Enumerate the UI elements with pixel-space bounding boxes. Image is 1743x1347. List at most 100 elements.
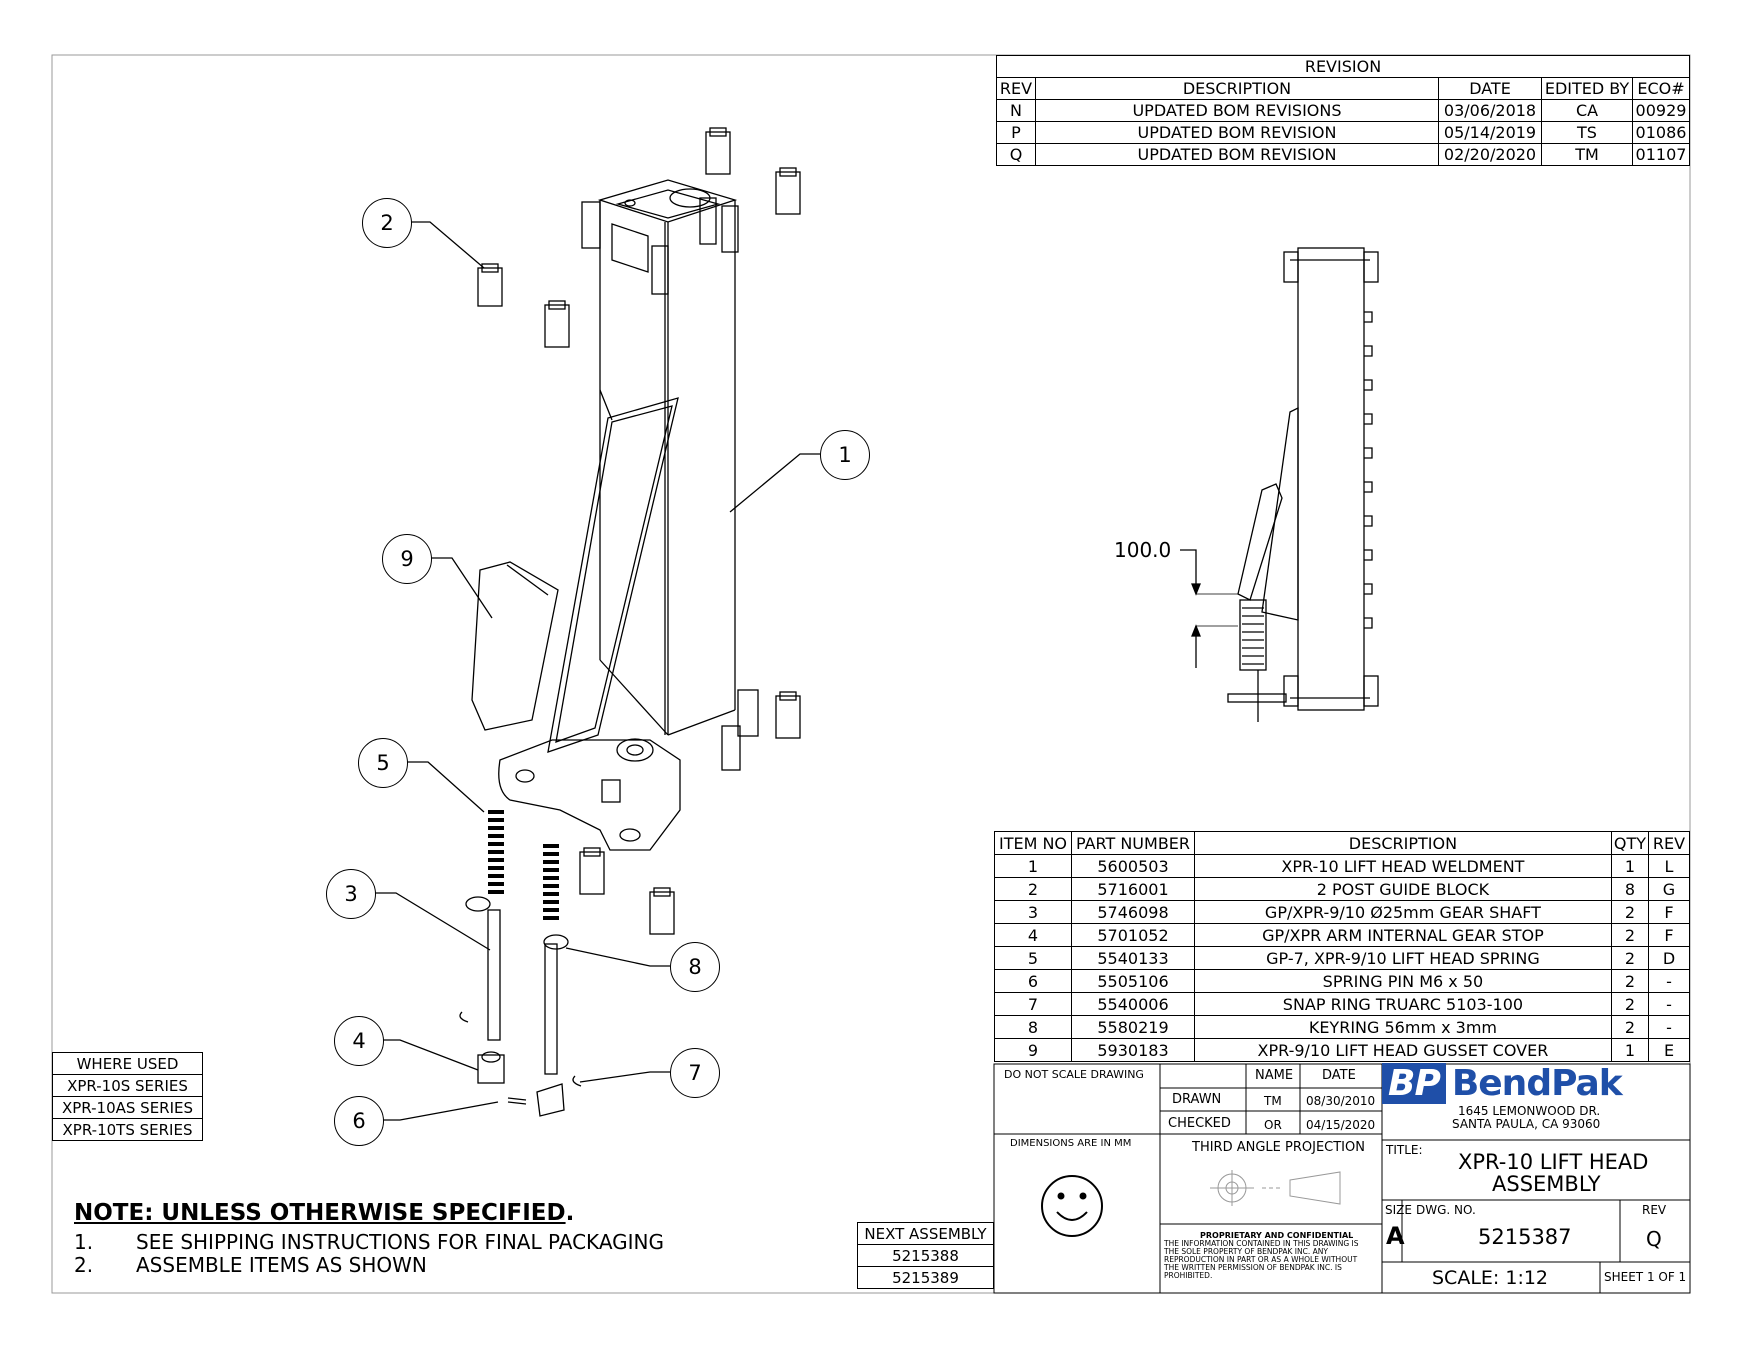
- sheet-label: SHEET 1 OF 1: [1604, 1270, 1687, 1284]
- next-assembly-title: NEXT ASSEMBLY: [857, 1222, 994, 1245]
- description-cell: UPDATED BOM REVISIONS: [1035, 99, 1439, 122]
- drawing-title-line2: ASSEMBLY: [1492, 1172, 1601, 1196]
- description-cell: UPDATED BOM REVISION: [1035, 121, 1439, 144]
- address-line: SANTA PAULA, CA 93060: [1452, 1117, 1601, 1131]
- name-header: NAME: [1255, 1068, 1294, 1083]
- rev-header: REV: [996, 77, 1036, 100]
- item-no-cell: 8: [994, 1015, 1072, 1039]
- item-no-cell: 7: [994, 992, 1072, 1016]
- drawn-name: TM: [1264, 1094, 1282, 1108]
- proprietary-line: THE SOLE PROPERTY OF BENDPAK INC. ANY: [1164, 1247, 1328, 1256]
- smiley-icon: [1041, 1175, 1103, 1237]
- proprietary-line: THE WRITTEN PERMISSION OF BENDPAK INC. I…: [1164, 1263, 1342, 1272]
- rev-cell: -: [1648, 969, 1690, 993]
- dwg-no-value: 5215387: [1478, 1225, 1572, 1249]
- table-row: Q UPDATED BOM REVISION 02/20/2020 TM 011…: [996, 143, 1690, 166]
- rev-cell: F: [1648, 900, 1690, 924]
- qty-cell: 2: [1610, 946, 1650, 970]
- item-no-cell: 6: [994, 969, 1072, 993]
- note-text: SEE SHIPPING INSTRUCTIONS FOR FINAL PACK…: [136, 1230, 665, 1254]
- rev-cell: P: [996, 121, 1036, 144]
- part-number-cell: 5600503: [1071, 854, 1195, 878]
- rev-cell: -: [1648, 1015, 1690, 1039]
- description-cell: GP/XPR-9/10 Ø25mm GEAR SHAFT: [1194, 900, 1612, 924]
- dwg-no-label: DWG. NO.: [1416, 1203, 1476, 1217]
- rev-cell: Q: [996, 143, 1036, 166]
- description-cell: GP-7, XPR-9/10 LIFT HEAD SPRING: [1194, 946, 1612, 970]
- balloon-9: 9: [382, 534, 432, 584]
- sheet-border: [51, 54, 1691, 1294]
- item-no-cell: 9: [994, 1038, 1072, 1062]
- balloon-6: 6: [334, 1096, 384, 1146]
- edited-by-cell: CA: [1541, 99, 1633, 122]
- bom-table-header: ITEM NO PART NUMBER DESCRIPTION QTY REV: [994, 831, 1690, 855]
- item-no-cell: 3: [994, 900, 1072, 924]
- where-used-item: XPR-10TS SERIES: [52, 1118, 203, 1141]
- next-assembly-item: 5215388: [857, 1244, 994, 1267]
- note-number: 1.: [74, 1230, 94, 1254]
- part-number-cell: 5701052: [1071, 923, 1195, 947]
- balloon-7: 7: [670, 1048, 720, 1098]
- table-row: N UPDATED BOM REVISIONS 03/06/2018 CA 00…: [996, 99, 1690, 122]
- qty-cell: 2: [1610, 992, 1650, 1016]
- edited-by-header: EDITED BY: [1541, 77, 1633, 100]
- description-cell: UPDATED BOM REVISION: [1035, 143, 1439, 166]
- description-cell: 2 POST GUIDE BLOCK: [1194, 877, 1612, 901]
- part-number-cell: 5930183: [1071, 1038, 1195, 1062]
- do-not-scale-note: DO NOT SCALE DRAWING: [1004, 1068, 1144, 1081]
- item-no-cell: 4: [994, 923, 1072, 947]
- date-header: DATE: [1322, 1068, 1356, 1083]
- notes-title: NOTE: UNLESS OTHERWISE SPECIFIED.: [74, 1200, 574, 1226]
- part-number-header: PART NUMBER: [1071, 831, 1195, 855]
- qty-cell: 2: [1610, 923, 1650, 947]
- gear-stops: [477, 1051, 565, 1117]
- balloon-5: 5: [358, 738, 408, 788]
- rev-cell: -: [1648, 992, 1690, 1016]
- date-header: DATE: [1438, 77, 1542, 100]
- part-number-cell: 5540006: [1071, 992, 1195, 1016]
- rev-cell: F: [1648, 923, 1690, 947]
- next-assembly-table: NEXT ASSEMBLY 5215388 5215389: [857, 1222, 994, 1289]
- logo-text: BendPak: [1451, 1063, 1623, 1104]
- address-line: 1645 LEMONWOOD DR.: [1458, 1104, 1601, 1118]
- eco-header: ECO#: [1632, 77, 1690, 100]
- lift-head-weldment-view: [471, 179, 759, 851]
- where-used-title: WHERE USED: [52, 1052, 203, 1075]
- description-cell: SPRING PIN M6 x 50: [1194, 969, 1612, 993]
- revision-table: REVISION REV DESCRIPTION DATE EDITED BY …: [996, 55, 1690, 166]
- balloon-1: 1: [820, 430, 870, 480]
- note-number: 2.: [74, 1253, 94, 1277]
- qty-cell: 2: [1610, 1015, 1650, 1039]
- scale-label: SCALE: 1:12: [1432, 1267, 1549, 1289]
- proprietary-line: PROHIBITED.: [1164, 1271, 1213, 1280]
- part-number-cell: 5540133: [1071, 946, 1195, 970]
- description-header: DESCRIPTION: [1035, 77, 1439, 100]
- rev-cell: L: [1648, 854, 1690, 878]
- qty-cell: 1: [1610, 1038, 1650, 1062]
- checked-label: CHECKED: [1168, 1116, 1231, 1131]
- springs: [488, 810, 559, 920]
- qty-cell: 8: [1610, 877, 1650, 901]
- dimension-label: 100.0: [1114, 538, 1172, 562]
- rev-header: REV: [1648, 831, 1690, 855]
- note-text: ASSEMBLE ITEMS AS SHOWN: [136, 1253, 427, 1277]
- gear-shafts: [459, 896, 582, 1087]
- drawn-date: 08/30/2010: [1306, 1094, 1376, 1108]
- rev-label: REV: [1642, 1203, 1667, 1217]
- dimensions-note: DIMENSIONS ARE IN MM: [1010, 1138, 1132, 1149]
- qty-cell: 2: [1610, 900, 1650, 924]
- part-number-cell: 5716001: [1071, 877, 1195, 901]
- table-row: P UPDATED BOM REVISION 05/14/2019 TS 010…: [996, 121, 1690, 144]
- proprietary-line: THE INFORMATION CONTAINED IN THIS DRAWIN…: [1164, 1239, 1359, 1248]
- part-number-cell: 5580219: [1071, 1015, 1195, 1039]
- qty-cell: 1: [1610, 854, 1650, 878]
